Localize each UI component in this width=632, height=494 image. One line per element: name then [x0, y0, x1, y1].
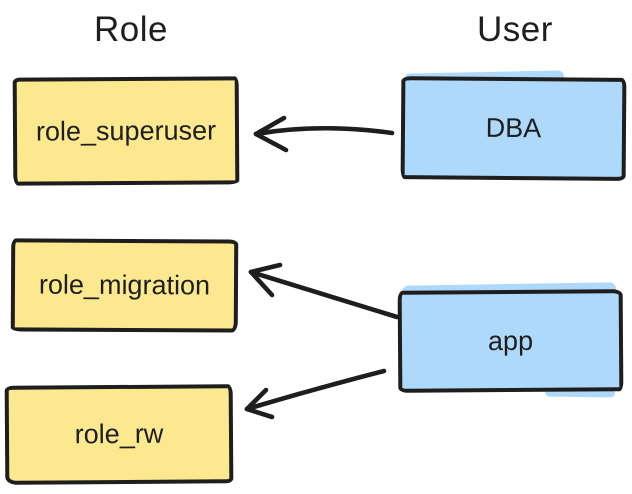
node-user-app: app: [397, 289, 624, 393]
node-role-rw-label: role_rw: [74, 418, 164, 450]
node-role-superuser: role_superuser: [12, 76, 240, 186]
node-role-migration-label: role_migration: [38, 269, 211, 301]
arrow-dba-to-role-superuser: [253, 115, 395, 153]
column-header-role: Role: [94, 10, 168, 49]
node-user-app-label: app: [487, 325, 534, 356]
node-role-rw: role_rw: [4, 384, 234, 485]
arrow-app-to-role-rw: [244, 368, 387, 420]
node-user-dba-label: DBA: [485, 112, 542, 144]
node-role-migration: role_migration: [10, 238, 239, 333]
node-user-dba: DBA: [400, 76, 627, 181]
node-role-superuser-label: role_superuser: [35, 114, 217, 147]
arrow-app-to-role-migration: [248, 262, 400, 320]
column-header-user: User: [477, 10, 553, 49]
